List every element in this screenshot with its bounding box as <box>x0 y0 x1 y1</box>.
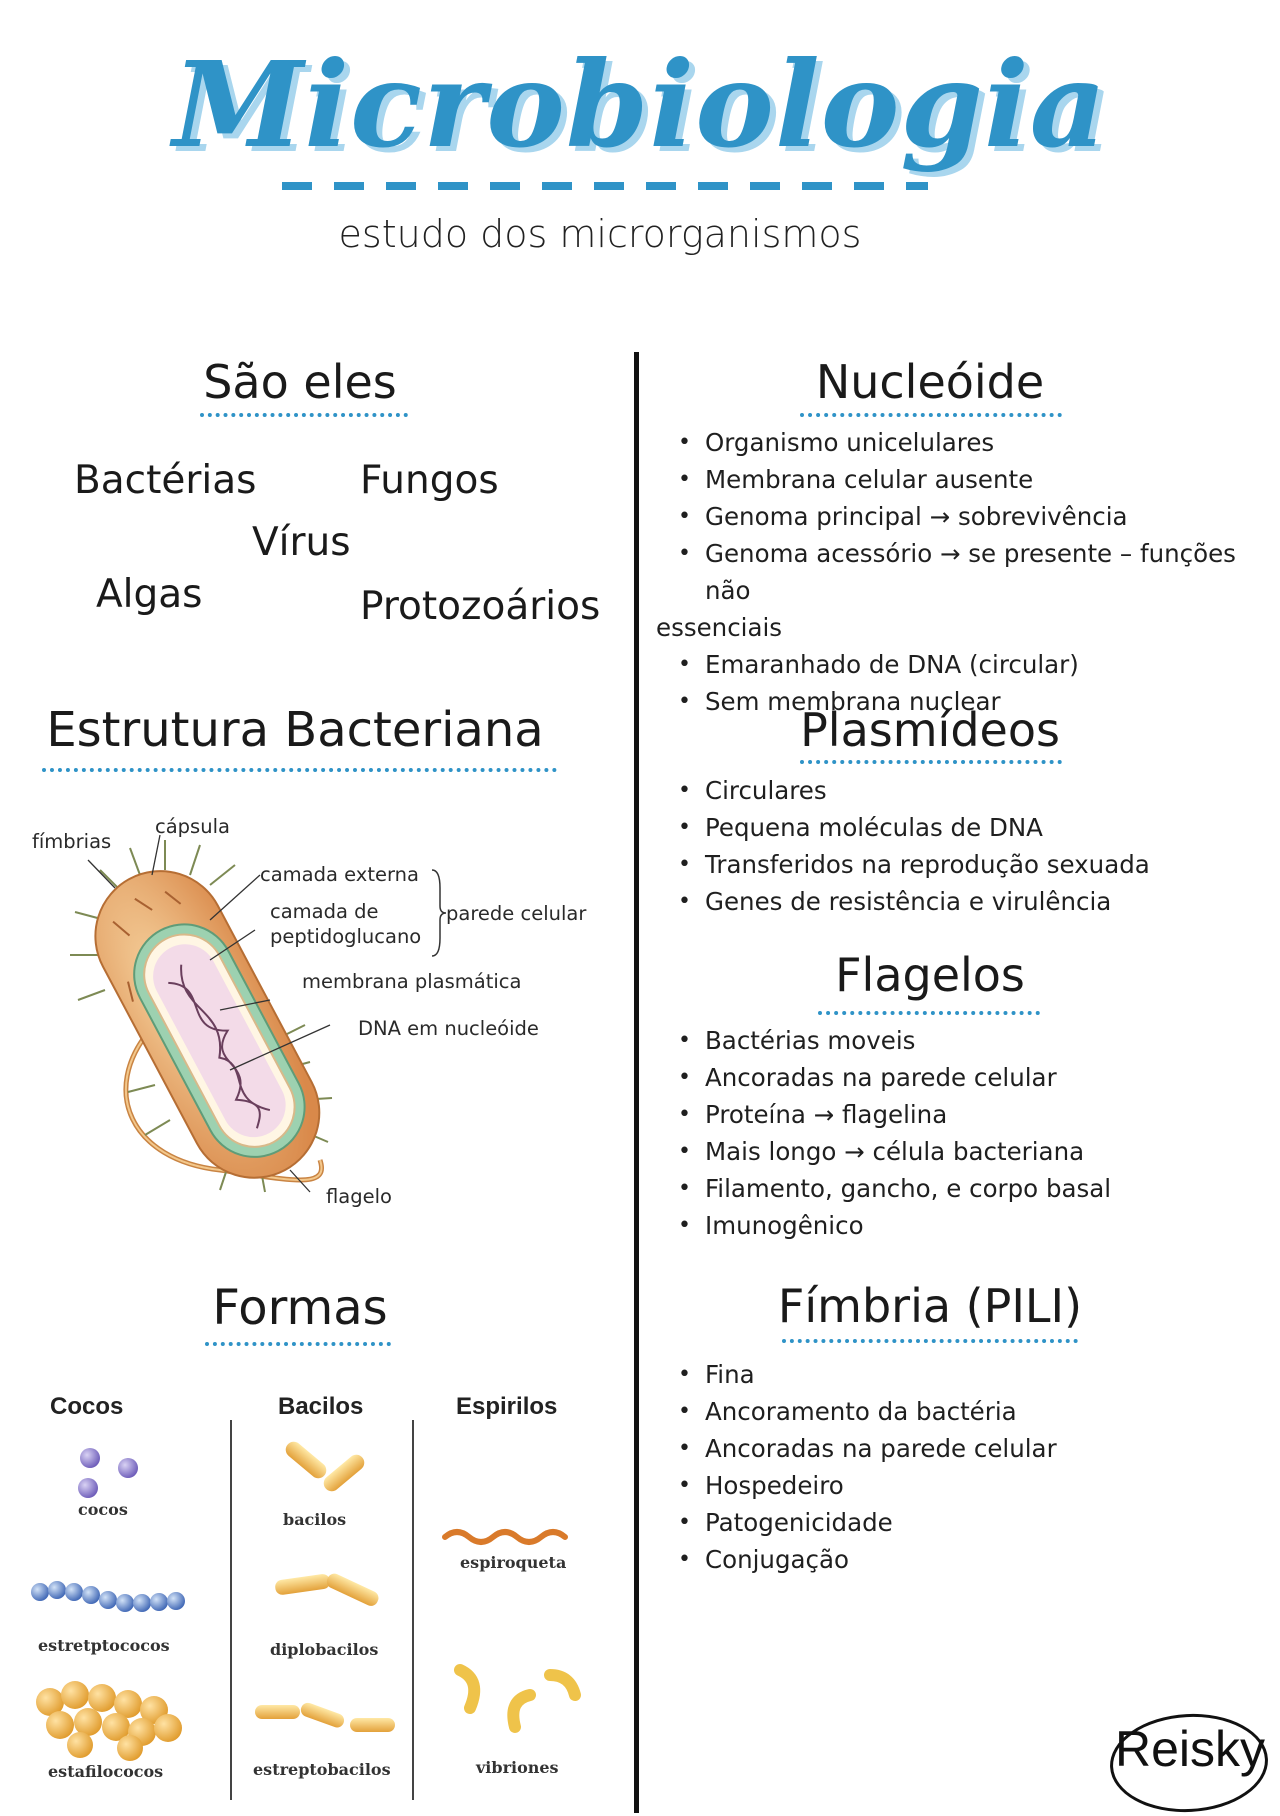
list-item-continuation: essenciais <box>656 613 783 642</box>
organism-algas: Algas <box>96 572 203 617</box>
shape-column-cocos: Cocos <box>50 1393 124 1420</box>
list-item: Organismo unicelulares <box>660 424 1260 461</box>
cocos-image <box>78 1448 138 1498</box>
section-underline <box>42 768 557 772</box>
label-diplobacilos: diplobacilos <box>270 1640 379 1659</box>
section-title-fimbria: Fímbria (PILI) <box>777 1279 1083 1333</box>
list-item: Transferidos na reprodução sexuada <box>660 846 1260 883</box>
list-item: Conjugação <box>660 1541 1260 1578</box>
organism-bacterias: Bactérias <box>74 458 257 503</box>
list-item: Ancoramento da bactéria <box>660 1393 1260 1430</box>
list-item: Genoma acessório → se presente – funções… <box>660 535 1260 609</box>
section-title-estrutura: Estrutura Bacteriana <box>46 702 544 758</box>
list-item: Mais longo → célula bacteriana <box>660 1133 1260 1170</box>
label-cocos: cocos <box>78 1500 128 1519</box>
estreptococos-image <box>31 1581 185 1612</box>
shapes-illustration <box>31 1441 581 1761</box>
section-underline <box>200 413 408 417</box>
list-item: Circulares <box>660 772 1260 809</box>
section-title-flagelos: Flagelos <box>835 948 1025 1002</box>
page-subtitle: estudo dos microrganismos <box>338 212 862 256</box>
column-divider <box>634 352 639 1813</box>
label-membrana: membrana plasmática <box>302 970 522 993</box>
list-item: Membrana celular ausente <box>660 461 1260 498</box>
shape-divider <box>230 1420 232 1800</box>
estafilococos-image <box>36 1681 182 1761</box>
flagelos-list: Bactérias moveis Ancoradas na parede cel… <box>660 1022 1260 1244</box>
organism-fungos: Fungos <box>360 458 499 503</box>
estreptobacilos-image <box>255 1702 395 1732</box>
list-item: Ancoradas na parede celular <box>660 1059 1260 1096</box>
nucleoid-dna <box>168 964 271 1129</box>
list-item: Pequena moléculas de DNA <box>660 809 1260 846</box>
label-estreptobacilos: estreptobacilos <box>253 1760 391 1779</box>
section-title-sao-eles: São eles <box>203 355 397 409</box>
label-estreptococos: estretptococos <box>38 1636 170 1655</box>
plasmideos-list: Circulares Pequena moléculas de DNA Tran… <box>660 772 1260 920</box>
list-item: Emaranhado de DNA (circular) <box>660 646 1260 683</box>
list-item: Ancoradas na parede celular <box>660 1430 1260 1467</box>
label-camada-externa: camada externa <box>260 863 419 886</box>
list-item: Patogenicidade <box>660 1504 1260 1541</box>
section-title-nucleoide: Nucleóide <box>815 355 1045 409</box>
espiroqueta-image <box>442 1529 568 1545</box>
vibriones-image <box>454 1664 581 1733</box>
flagellum-highlight <box>124 1029 323 1181</box>
label-flagelo: flagelo <box>326 1185 392 1208</box>
label-espiroqueta: espiroqueta <box>460 1553 567 1572</box>
list-item: Genes de resistência e virulência <box>660 883 1260 920</box>
list-item: Fina <box>660 1356 1260 1393</box>
diplobacilos-image <box>275 1573 379 1606</box>
label-estafilococos: estafilococos <box>48 1762 164 1781</box>
label-fimbrias: fímbrias <box>32 830 112 853</box>
list-item: Proteína → flagelina <box>660 1096 1260 1133</box>
label-parede-celular: parede celular <box>446 902 587 925</box>
section-underline <box>782 1339 1078 1343</box>
label-peptidoglucano: peptidoglucano <box>270 925 422 948</box>
section-title-plasmideos: Plasmídeos <box>800 703 1060 757</box>
bacilos-image <box>285 1441 365 1492</box>
shape-divider <box>412 1420 414 1800</box>
section-underline <box>205 1342 391 1346</box>
section-underline <box>800 413 1062 417</box>
list-item: Filamento, gancho, e corpo basal <box>660 1170 1260 1207</box>
label-vibriones: vibriones <box>476 1758 559 1777</box>
section-title-formas: Formas <box>212 1280 388 1336</box>
list-item: Genoma principal → sobrevivência <box>660 498 1260 535</box>
section-underline <box>800 760 1062 764</box>
label-dna: DNA em nucleóide <box>358 1017 539 1040</box>
title-underline <box>282 182 928 190</box>
brand-logo: Reisky <box>1114 1721 1266 1777</box>
label-camada-de: camada de <box>270 900 379 923</box>
list-item: Bactérias moveis <box>660 1022 1260 1059</box>
list-item: Sem membrana nuclear <box>660 683 1260 720</box>
bracket-parede <box>431 869 447 957</box>
nucleoide-list: Organismo unicelulares Membrana celular … <box>656 424 1260 720</box>
fimbria-list: Fina Ancoramento da bactéria Ancoradas n… <box>660 1356 1260 1578</box>
label-capsula: cápsula <box>155 815 230 838</box>
list-item: Imunogênico <box>660 1207 1260 1244</box>
organism-protozoarios: Protozoários <box>360 584 601 629</box>
page-title: Microbiologia <box>172 35 1108 174</box>
label-bacilos: bacilos <box>283 1510 347 1529</box>
bacterium-diagram <box>70 834 333 1193</box>
shape-column-bacilos: Bacilos <box>278 1393 364 1420</box>
organism-virus: Vírus <box>252 520 351 565</box>
section-underline <box>818 1011 1040 1015</box>
shape-column-espirilos: Espirilos <box>456 1393 558 1420</box>
list-item: Hospedeiro <box>660 1467 1260 1504</box>
